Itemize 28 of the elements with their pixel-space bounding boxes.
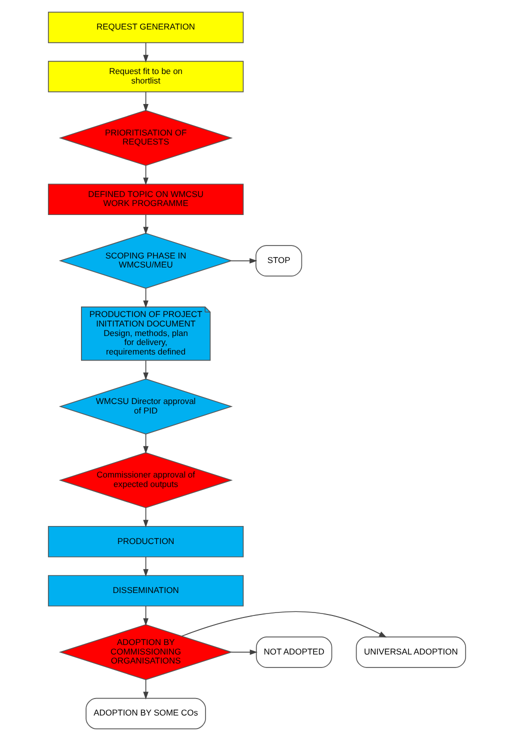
node-box: ADOPTION BY SOME COs xyxy=(86,698,206,730)
node-diamond: ADOPTION BY COMMISSIONING ORGANISATIONS xyxy=(58,624,233,680)
node-box: Request fit to be on shortlist xyxy=(48,60,244,92)
node-box: PRODUCTION xyxy=(48,526,244,558)
node-box: REQUEST GENERATION xyxy=(48,12,244,44)
arrow xyxy=(143,556,148,577)
arrow xyxy=(143,606,148,626)
arrow xyxy=(143,214,148,235)
arrow xyxy=(143,507,148,528)
arrow xyxy=(143,434,148,454)
node-diamond: WMCSU Director approval of PID xyxy=(58,378,233,434)
arrow xyxy=(143,42,148,63)
node-diamond: Commissioner approval of expected outputs xyxy=(58,452,233,508)
node-diamond: PRIORITISATION OF REQUESTS xyxy=(58,110,233,166)
node-box: NOT ADOPTED xyxy=(256,636,332,668)
node-box: STOP xyxy=(256,245,302,276)
arrow xyxy=(143,360,148,380)
node-box: DISSEMINATION xyxy=(48,575,244,606)
node-diamond: SCOPING PHASE IN WMCSU/MEU xyxy=(58,232,233,289)
node-box: UNIVERSAL ADOPTION xyxy=(356,636,466,668)
node-box: DEFINED TOPIC ON WMCSU WORK PROGRAMME xyxy=(48,184,244,216)
arrow xyxy=(143,165,148,186)
arrow xyxy=(143,91,148,112)
arrow xyxy=(231,650,258,655)
arrow xyxy=(181,611,387,638)
arrow xyxy=(143,679,148,700)
arrow xyxy=(231,258,258,264)
arrow xyxy=(143,288,148,308)
